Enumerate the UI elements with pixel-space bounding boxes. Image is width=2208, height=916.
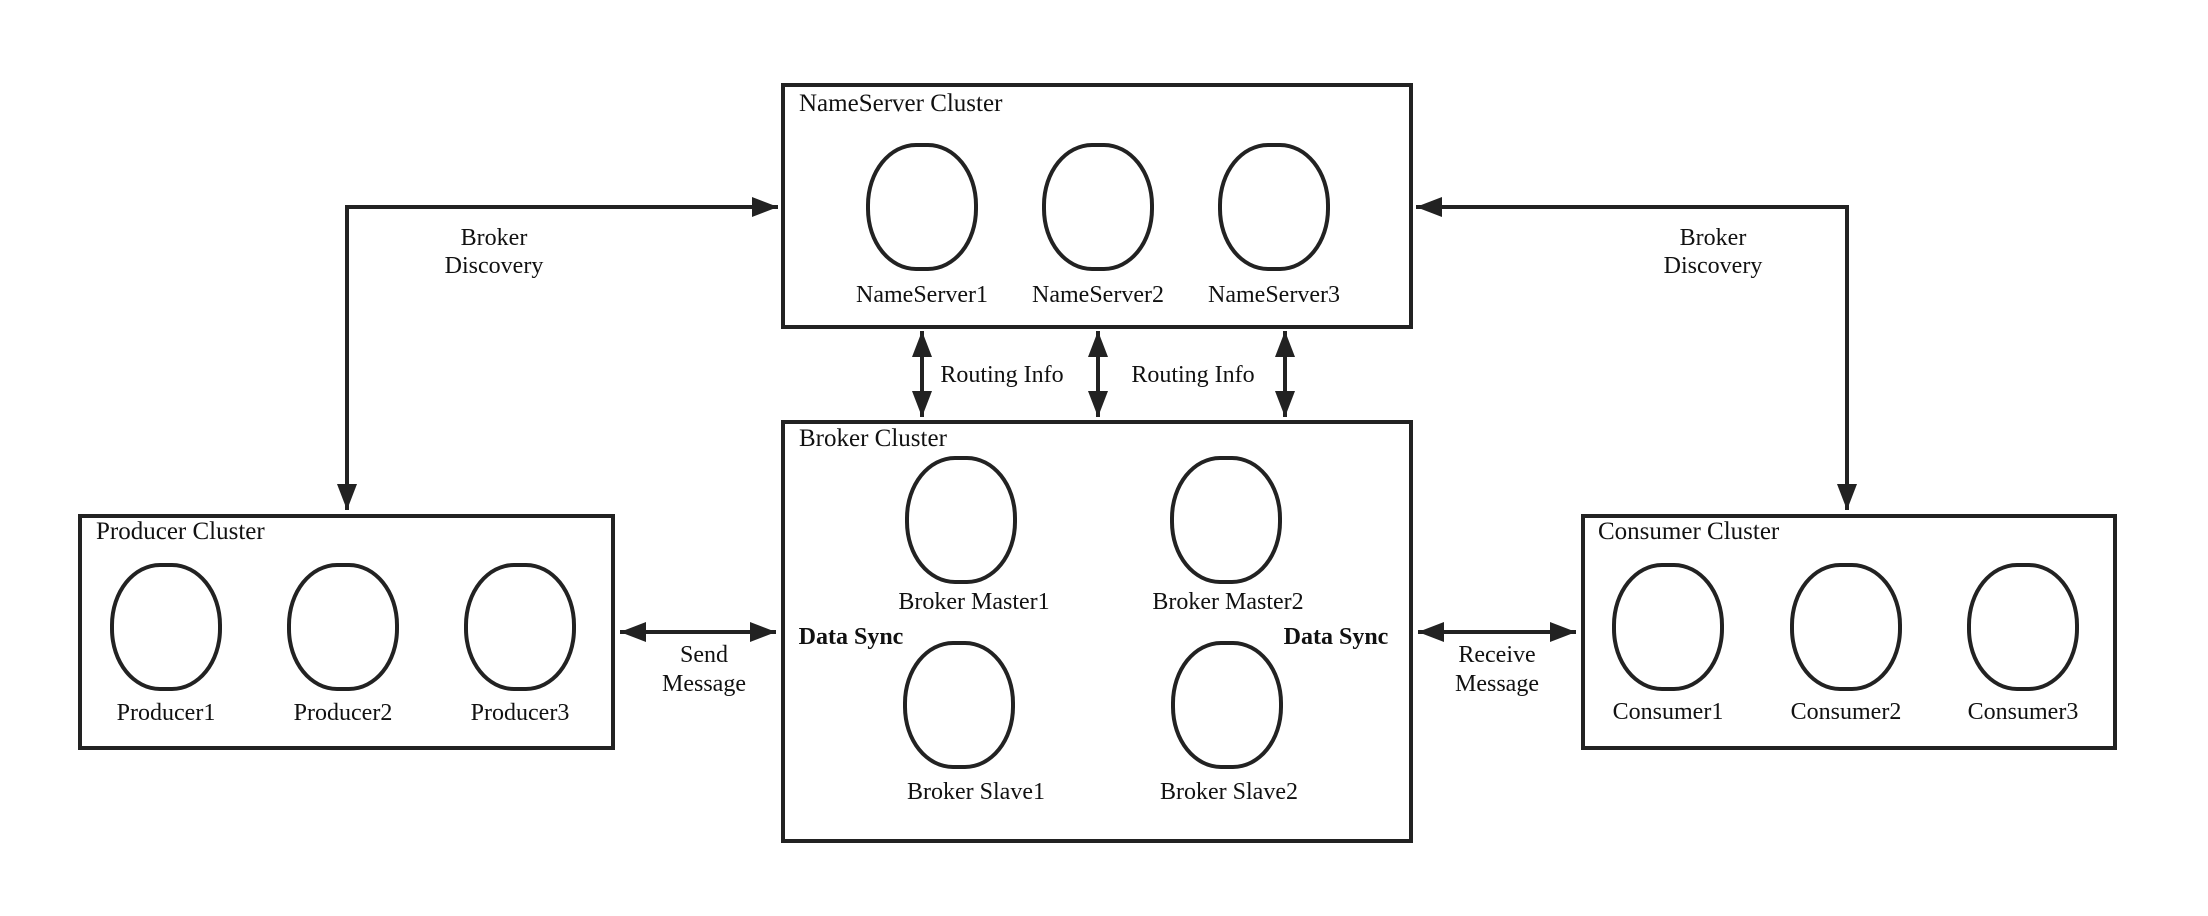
broker-master2-label: Broker Master2 [1152, 589, 1304, 615]
consumer1-node [1612, 563, 1724, 691]
nameserver3-label: NameServer3 [1208, 282, 1340, 308]
broker-discovery-right-arrow [1416, 197, 1857, 510]
broker-cluster-box [781, 420, 1413, 843]
producer1-label: Producer1 [116, 700, 216, 726]
broker-discovery-right-label-line1: Broker [1679, 225, 1747, 251]
send-message-label-line1: Send [680, 642, 728, 668]
data-sync-left-label: Data Sync [798, 624, 904, 650]
broker-master2-node [1170, 456, 1282, 584]
broker-slave1-node [903, 641, 1015, 769]
nameserver1-label: NameServer1 [856, 282, 988, 308]
producer2-node [287, 563, 399, 691]
consumer3-node [1967, 563, 2079, 691]
broker-discovery-left-arrow [337, 197, 778, 510]
producer2-label: Producer2 [293, 700, 393, 726]
broker-cluster-title: Broker Cluster [799, 425, 947, 452]
nameserver1-node [866, 143, 978, 271]
consumer-cluster-title: Consumer Cluster [1598, 518, 1780, 545]
broker-discovery-left-label-line1: Broker [460, 225, 528, 251]
receive-message-label-line2: Message [1455, 671, 1539, 697]
broker-master1-node [905, 456, 1017, 584]
consumer2-node [1790, 563, 1902, 691]
nameserver2-label: NameServer2 [1032, 282, 1164, 308]
consumer2-label: Consumer2 [1790, 699, 1902, 725]
nameserver-cluster-title: NameServer Cluster [799, 90, 1003, 117]
consumer1-label: Consumer1 [1612, 699, 1724, 725]
receive-message-label-line1: Receive [1458, 642, 1536, 668]
producer3-node [464, 563, 576, 691]
producer1-node [110, 563, 222, 691]
broker-slave1-label: Broker Slave1 [907, 779, 1045, 805]
send-message-label-line2: Message [662, 671, 746, 697]
broker-slave2-node [1171, 641, 1283, 769]
producer3-label: Producer3 [470, 700, 570, 726]
data-sync-right-label: Data Sync [1283, 624, 1389, 650]
broker-slave2-label: Broker Slave2 [1160, 779, 1298, 805]
broker-discovery-right-label-line2: Discovery [1663, 253, 1763, 279]
producer-cluster-title: Producer Cluster [96, 518, 265, 545]
nameserver3-node [1218, 143, 1330, 271]
broker-discovery-left-label-line2: Discovery [444, 253, 544, 279]
consumer3-label: Consumer3 [1967, 699, 2079, 725]
broker-master1-label: Broker Master1 [898, 589, 1050, 615]
routing-info-label-2: Routing Info [1131, 362, 1255, 388]
nameserver2-node [1042, 143, 1154, 271]
routing-info-label-1: Routing Info [940, 362, 1064, 388]
